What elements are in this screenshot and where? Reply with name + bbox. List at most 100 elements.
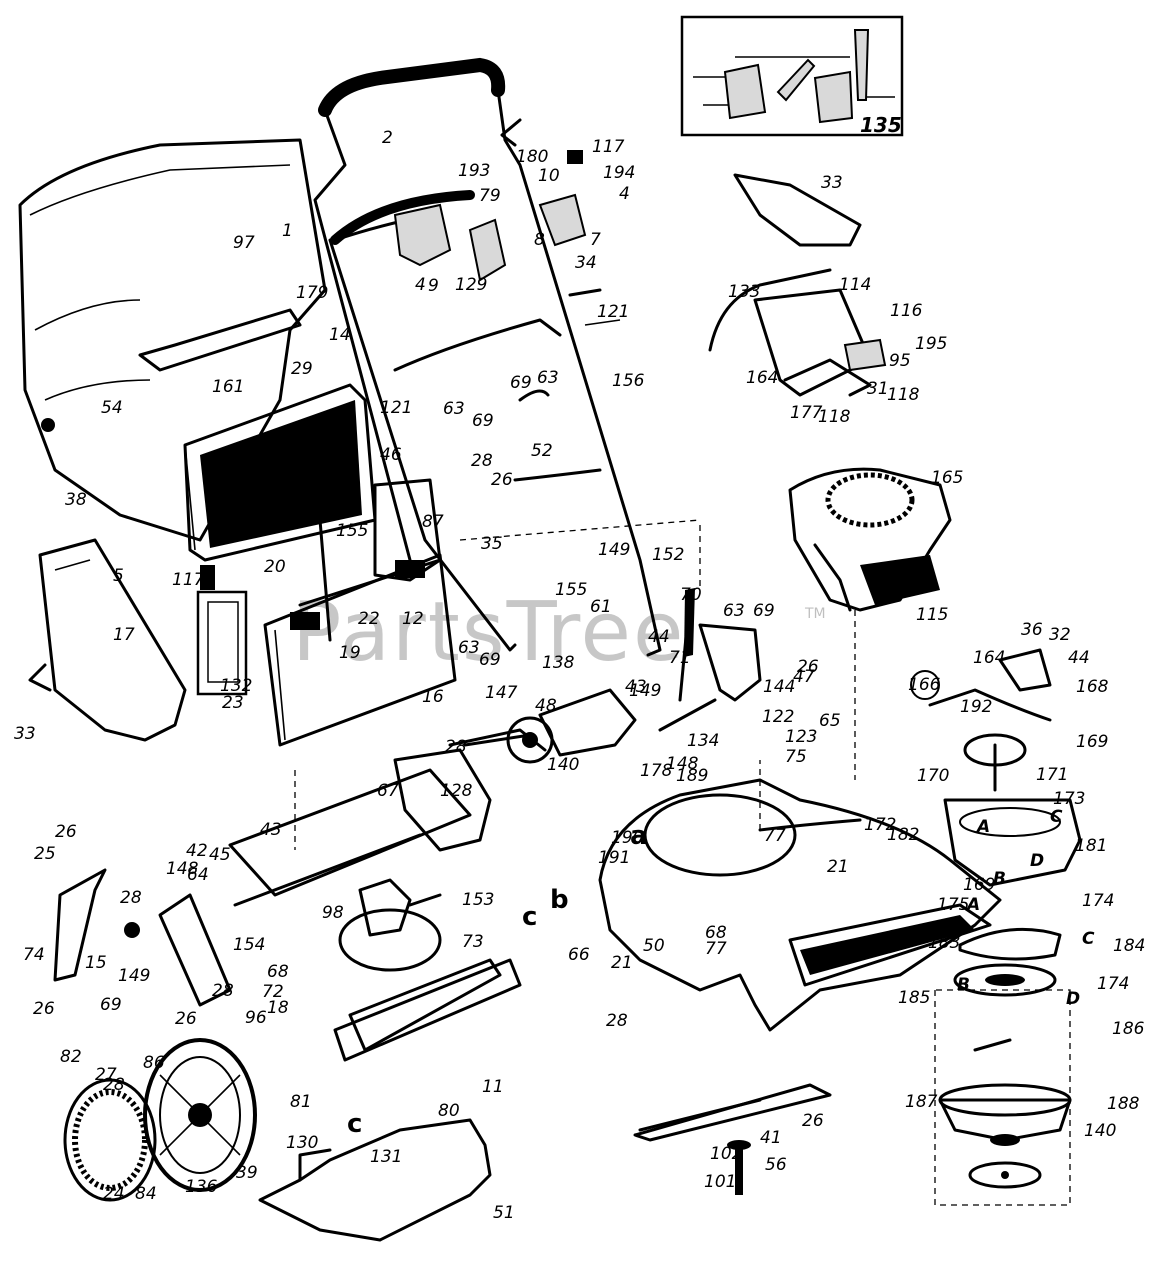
part-label: 192: [960, 697, 992, 717]
part-label: 65: [819, 711, 841, 731]
part-label: 69: [472, 411, 494, 431]
part-label: 21: [611, 953, 633, 973]
enclosure-letter: C: [1050, 807, 1063, 827]
part-label: 20: [264, 557, 286, 577]
part-label: 47: [793, 667, 815, 687]
part-label: 101: [704, 1172, 736, 1192]
part-label: 129: [455, 275, 487, 295]
part-label: 147: [485, 683, 518, 703]
part-label: 28: [471, 451, 493, 471]
part-label: 75: [785, 747, 807, 767]
part-label: 165: [931, 468, 963, 488]
part-label: 115: [916, 605, 948, 625]
part-label: 17: [113, 625, 135, 645]
part-label: 68: [705, 923, 727, 943]
ref-letter-b: b: [550, 885, 569, 915]
part-label: 8: [534, 230, 545, 250]
enclosure-letter: A: [965, 895, 980, 915]
part-label: 21: [827, 857, 849, 877]
inset-box: 135: [680, 15, 904, 137]
part-label: 187: [905, 1092, 938, 1112]
enclosure-letter: C: [1082, 929, 1095, 949]
part-label: 155: [336, 521, 368, 541]
part-label: 4: [619, 184, 630, 204]
drive-assembly: [338, 878, 442, 972]
part-label: 153: [462, 890, 494, 910]
part-label: 102: [710, 1144, 742, 1164]
part-label: 14: [329, 325, 351, 345]
bracket-plate: [263, 553, 457, 747]
part-label: 189: [676, 766, 708, 786]
part-label: 9: [428, 276, 439, 296]
part-label: 186: [1112, 1019, 1145, 1039]
part-label: 95: [889, 351, 911, 371]
part-label: 182: [887, 825, 919, 845]
part-label: 191: [598, 848, 630, 868]
part-label: 54: [101, 398, 123, 418]
enclosure-letter: A: [975, 817, 990, 837]
rear-flap: [28, 538, 187, 742]
mower-deck: [598, 760, 1002, 1032]
part-label: 149: [118, 966, 150, 986]
part-label: 184: [1113, 936, 1145, 956]
part-label: 87: [422, 512, 444, 532]
part-label: 50: [643, 936, 665, 956]
rear-axle-assembly: [53, 688, 637, 1007]
part-label: 42: [186, 841, 208, 861]
part-label: 44: [648, 627, 670, 647]
part-label: 132: [220, 676, 252, 696]
part-label: 28: [103, 1075, 125, 1095]
part-label: 185: [898, 988, 930, 1008]
part-label: 74: [23, 945, 45, 965]
part-label: 118: [887, 385, 920, 405]
part-label: 144: [763, 677, 795, 697]
pulley-assembly: [910, 648, 1082, 1206]
part-label: 2: [382, 128, 393, 148]
part-label: 26: [797, 657, 819, 677]
part-label: 67: [377, 781, 399, 801]
part-label: 149: [629, 681, 661, 701]
rear-deflector: [258, 1118, 492, 1242]
part-label: 98: [322, 903, 344, 923]
part-label: 171: [1036, 765, 1068, 785]
part-label: 69: [753, 601, 775, 621]
watermark: PartsTree: [292, 585, 685, 680]
part-label: 26: [491, 470, 513, 490]
part-label: 64: [187, 865, 209, 885]
control-parts: [196, 118, 621, 696]
part-label: 63: [537, 368, 559, 388]
part-label: 34: [575, 253, 597, 273]
grass-bag: [18, 138, 327, 542]
part-label: 18: [267, 998, 289, 1018]
part-label: 123: [785, 727, 817, 747]
part-label: 35: [481, 534, 503, 554]
part-label: 5: [113, 566, 124, 586]
part-label: 140: [547, 755, 579, 775]
part-label: 194: [603, 163, 635, 183]
part-label: 25: [34, 844, 56, 864]
part-label: 164: [746, 368, 778, 388]
part-label: 11: [482, 1077, 504, 1097]
part-label: 179: [296, 283, 328, 303]
part-label: 52: [531, 441, 553, 461]
part-label: 61: [590, 597, 612, 617]
part-label: 161: [212, 377, 244, 397]
part-label: 73: [462, 932, 484, 952]
part-label: 170: [917, 766, 949, 786]
part-label: 77: [764, 826, 786, 846]
enclosure-letter: D: [1066, 989, 1080, 1009]
part-label: 122: [762, 707, 794, 727]
part-label: 164: [973, 648, 1005, 668]
part-label: 26: [33, 999, 55, 1019]
part-label: 133: [728, 282, 760, 302]
part-label: 27: [95, 1065, 117, 1085]
part-label: 63: [458, 638, 480, 658]
part-label: 195: [915, 334, 947, 354]
part-label: 173: [1053, 789, 1085, 809]
part-label: 29: [291, 359, 313, 379]
watermark-tm: TM: [804, 606, 826, 622]
engine: [788, 467, 952, 780]
part-label: 46: [380, 445, 402, 465]
